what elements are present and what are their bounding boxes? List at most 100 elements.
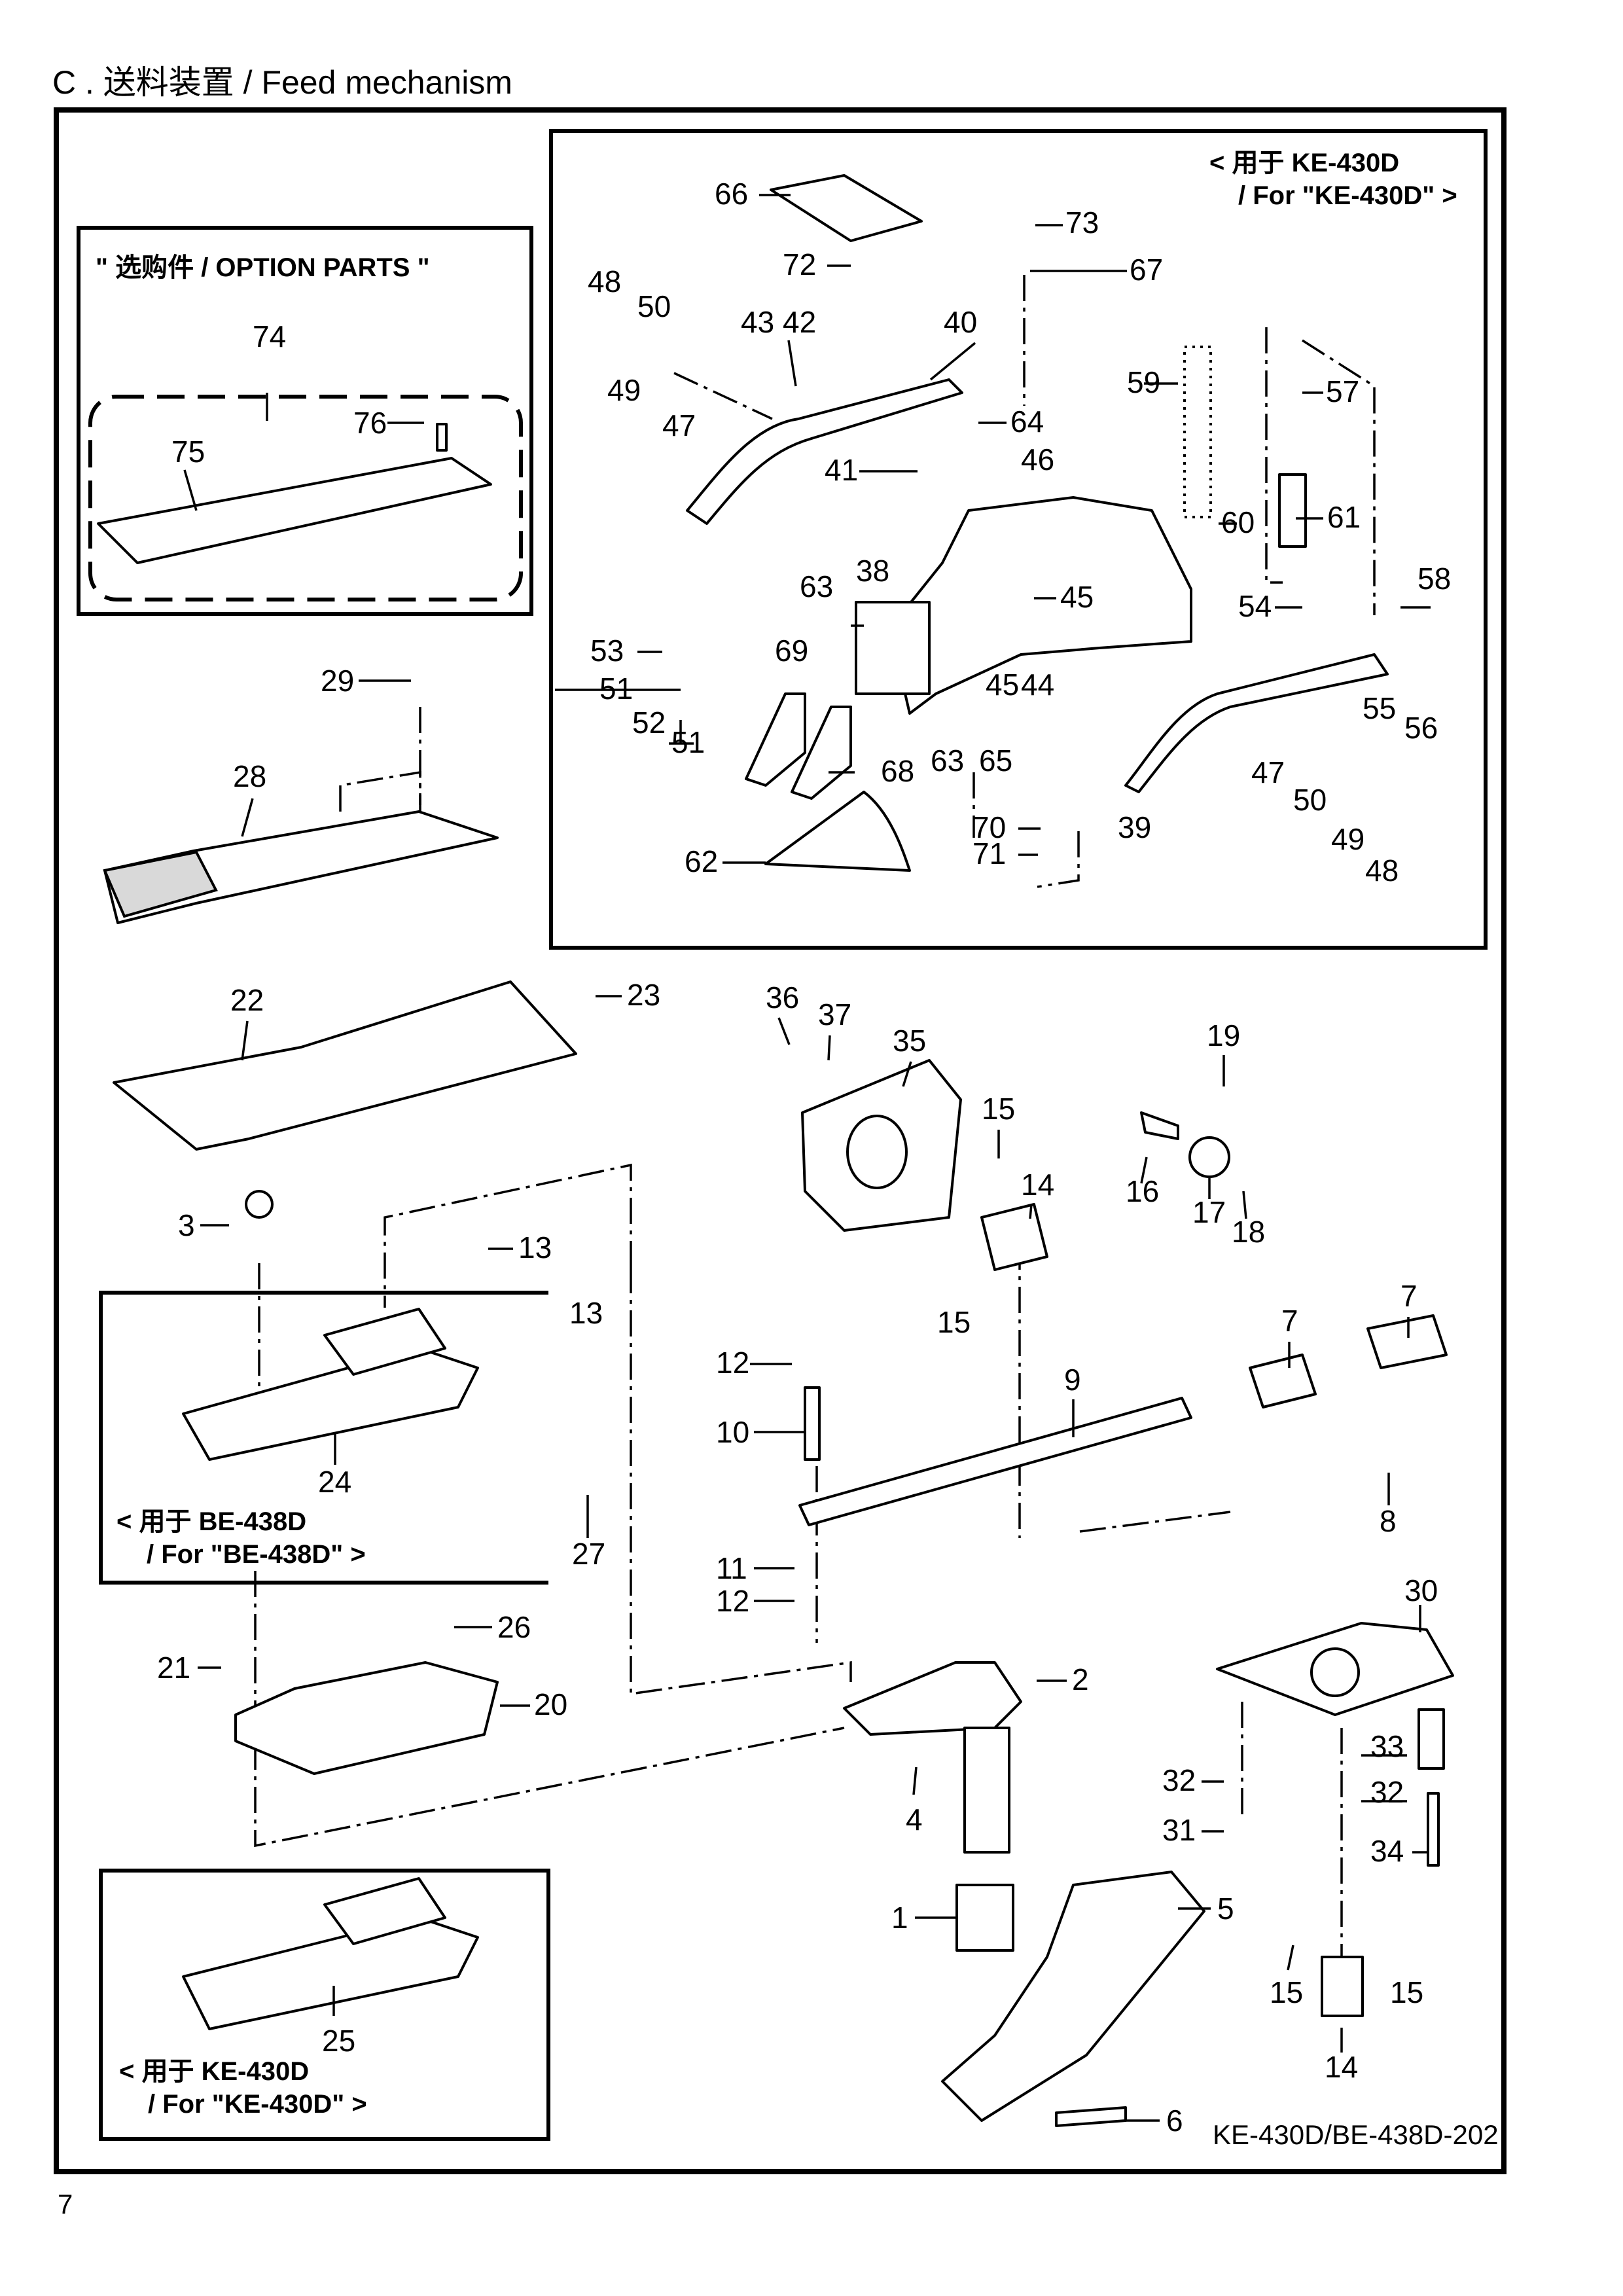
option-parts-frame xyxy=(77,226,533,616)
stud-16 xyxy=(1140,1111,1179,1140)
callout-62: 62 xyxy=(685,844,718,878)
be438d-note-line2: / For "BE-438D" > xyxy=(147,1540,366,1569)
assembly-line xyxy=(630,1267,852,1696)
callout-32: 32 xyxy=(1370,1775,1404,1809)
callout-4: 4 xyxy=(906,1803,923,1837)
callout-75: 75 xyxy=(171,435,205,469)
ke430d-top-note-line1: < 用于 KE-430D xyxy=(1209,149,1399,177)
callout-71: 71 xyxy=(972,836,1006,870)
assembly-line xyxy=(254,1571,845,1848)
callout-45: 45 xyxy=(1060,580,1094,614)
callout-38: 38 xyxy=(856,554,889,588)
page-title: C . 送料装置 / Feed mechanism xyxy=(52,64,512,101)
shaft-2 xyxy=(963,1727,1010,1854)
callout-9: 9 xyxy=(1064,1363,1081,1397)
callout-7: 7 xyxy=(1281,1304,1298,1338)
bracket-69 xyxy=(745,692,806,787)
callout-39: 39 xyxy=(1118,810,1151,844)
callout-30: 30 xyxy=(1404,1573,1438,1607)
assembly-line xyxy=(1037,831,1080,888)
callout-18: 18 xyxy=(1232,1215,1265,1249)
callout-43: 43 xyxy=(741,305,774,339)
callout-51: 51 xyxy=(599,672,633,706)
callout-16: 16 xyxy=(1126,1174,1159,1208)
mounting-plate-30-hole xyxy=(1310,1647,1360,1697)
callout-70: 70 xyxy=(972,810,1006,844)
gear-14-top xyxy=(980,1203,1048,1271)
assembly-line xyxy=(1302,339,1376,615)
callout-48: 48 xyxy=(588,264,621,298)
feed-segment-5 xyxy=(941,1871,1205,2122)
callout-15: 15 xyxy=(1270,1975,1303,2009)
assembly-line xyxy=(673,372,773,420)
callout-42: 42 xyxy=(783,305,816,339)
option-parts-dashed-frame xyxy=(88,395,523,601)
callout-50: 50 xyxy=(637,289,671,323)
ke430d-inset-frame xyxy=(549,129,1488,950)
callout-23: 23 xyxy=(627,978,660,1012)
feed-plate-28-tip xyxy=(103,850,218,918)
callout-45: 45 xyxy=(986,668,1019,702)
callout-59: 59 xyxy=(1127,365,1160,399)
shaft-pin xyxy=(1278,473,1307,548)
callout-52: 52 xyxy=(632,706,666,740)
assembly-line xyxy=(383,1163,632,1308)
callout-56: 56 xyxy=(1404,711,1438,745)
bearing-17 xyxy=(1188,1136,1230,1178)
callout-31: 31 xyxy=(1162,1813,1196,1847)
callout-69: 69 xyxy=(775,634,808,668)
callout-47: 47 xyxy=(662,408,696,442)
pin-33 xyxy=(1418,1708,1445,1770)
callout-40: 40 xyxy=(944,305,977,339)
cam-plate-35-hole xyxy=(846,1115,908,1189)
screw-3 xyxy=(245,1190,274,1219)
callout-10: 10 xyxy=(716,1415,749,1449)
throat-plate-22 xyxy=(113,980,577,1151)
pin-10 xyxy=(804,1386,821,1461)
callout-15: 15 xyxy=(982,1092,1015,1126)
eccentric-7b xyxy=(1366,1314,1448,1369)
callout-19: 19 xyxy=(1207,1018,1240,1052)
screw-34 xyxy=(1427,1792,1440,1867)
callout-57: 57 xyxy=(1326,374,1359,408)
callout-20: 20 xyxy=(534,1687,567,1721)
ke430d-top-note-line2: / For "KE-430D" > xyxy=(1238,181,1457,210)
callout-51: 51 xyxy=(671,725,705,759)
outer-frame xyxy=(54,107,1507,2174)
feed-arm-left xyxy=(686,378,963,525)
callout-11: 11 xyxy=(716,1551,747,1585)
spring xyxy=(1183,346,1212,518)
callout-54: 54 xyxy=(1238,589,1272,623)
bracket-68 xyxy=(791,706,852,800)
option-feed-plate xyxy=(97,457,492,564)
callout-12: 12 xyxy=(716,1584,749,1618)
callout-68: 68 xyxy=(881,754,914,788)
feed-bracket-20 xyxy=(234,1661,499,1775)
callout-5: 5 xyxy=(1217,1892,1234,1926)
page-number: 7 xyxy=(58,2189,73,2219)
callout-27: 27 xyxy=(572,1537,605,1571)
callout-64: 64 xyxy=(1010,404,1044,439)
ke430d-bottom-inset-frame xyxy=(99,1869,550,2141)
assembly-line xyxy=(1079,1511,1231,1533)
feed-bracket xyxy=(889,496,1192,715)
be438d-note-line1: < 用于 BE-438D xyxy=(116,1507,306,1536)
callout-21: 21 xyxy=(157,1651,190,1685)
callout-14: 14 xyxy=(1021,1168,1054,1202)
presser-wire xyxy=(764,791,911,872)
document-code: KE-430D/BE-438D-202 xyxy=(1213,2119,1499,2150)
callout-63: 63 xyxy=(931,744,964,778)
callout-13: 13 xyxy=(518,1230,552,1265)
callout-29: 29 xyxy=(321,664,354,698)
assembly-line xyxy=(1265,327,1283,584)
option-parts-note: " 选购件 / OPTION PARTS " xyxy=(96,253,430,282)
callout-47: 47 xyxy=(1251,755,1285,789)
callout-73: 73 xyxy=(1065,206,1099,240)
ke430d-bottom-note-line2: / For "KE-430D" > xyxy=(148,2090,367,2119)
callout-13: 13 xyxy=(569,1296,603,1330)
collar-1 xyxy=(955,1884,1014,1952)
callout-65: 65 xyxy=(979,744,1012,778)
callout-58: 58 xyxy=(1418,562,1451,596)
callout-36: 36 xyxy=(766,980,799,1014)
